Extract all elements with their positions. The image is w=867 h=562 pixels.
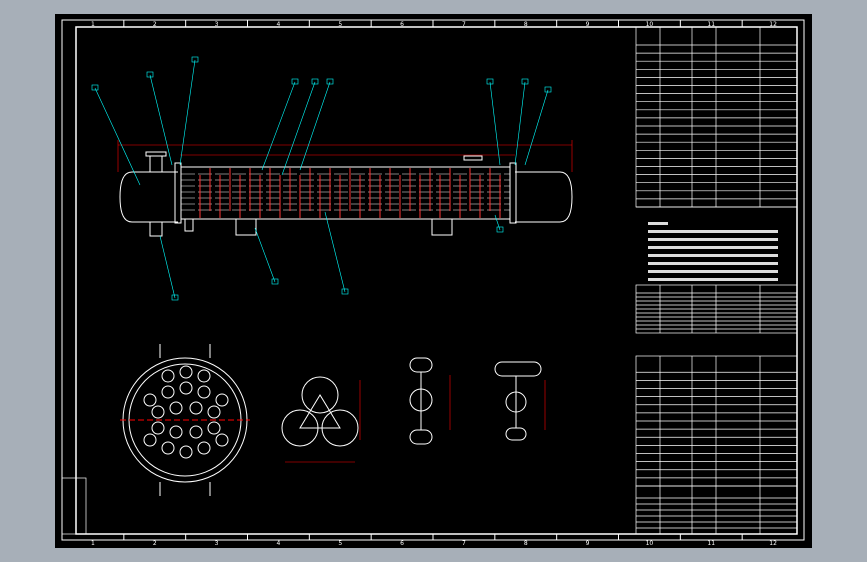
column-label: 10 bbox=[646, 21, 654, 28]
baffles bbox=[199, 168, 501, 218]
column-label: 9 bbox=[586, 540, 590, 547]
column-label: 1 bbox=[91, 540, 95, 547]
column-label: 8 bbox=[524, 540, 528, 547]
column-label: 11 bbox=[707, 540, 715, 547]
shell-nozzle-top bbox=[463, 155, 483, 161]
technical-notes bbox=[648, 222, 778, 281]
column-label: 5 bbox=[338, 21, 342, 28]
column-label: 7 bbox=[462, 540, 466, 547]
right-channel-head bbox=[515, 171, 573, 223]
column-label: 7 bbox=[462, 21, 466, 28]
column-label: 4 bbox=[277, 540, 281, 547]
column-label: 8 bbox=[524, 21, 528, 28]
flange-detail-2 bbox=[494, 361, 546, 441]
section-view bbox=[120, 344, 250, 496]
column-label: 3 bbox=[215, 21, 219, 28]
column-label: 12 bbox=[769, 21, 777, 28]
left-channel-head bbox=[119, 171, 178, 223]
column-label: 9 bbox=[586, 21, 590, 28]
column-label: 3 bbox=[215, 540, 219, 547]
tube-arrangement-detail bbox=[281, 376, 361, 463]
flange-detail-1 bbox=[409, 357, 451, 445]
column-label: 5 bbox=[338, 540, 342, 547]
revision-block bbox=[61, 477, 87, 535]
inlet-nozzle-flange bbox=[145, 151, 167, 157]
shell-nozzle-bottom bbox=[184, 218, 194, 232]
column-label: 12 bbox=[769, 540, 777, 547]
column-label: 2 bbox=[153, 540, 157, 547]
saddle-support-right bbox=[431, 218, 453, 236]
part-leaders bbox=[91, 56, 552, 301]
column-label: 6 bbox=[400, 540, 404, 547]
saddle-support-left bbox=[235, 218, 257, 236]
shell bbox=[180, 166, 511, 220]
column-label: 4 bbox=[277, 21, 281, 28]
column-label: 2 bbox=[153, 21, 157, 28]
design-data-tables bbox=[61, 26, 798, 535]
inner-frame bbox=[75, 26, 798, 535]
dimension-lines bbox=[117, 140, 573, 172]
column-label: 1 bbox=[91, 21, 95, 28]
outlet-nozzle bbox=[149, 221, 163, 237]
column-label: 10 bbox=[646, 540, 654, 547]
heat-exchanger-main-view bbox=[119, 151, 573, 237]
column-label: 11 bbox=[707, 21, 715, 28]
column-label: 6 bbox=[400, 21, 404, 28]
